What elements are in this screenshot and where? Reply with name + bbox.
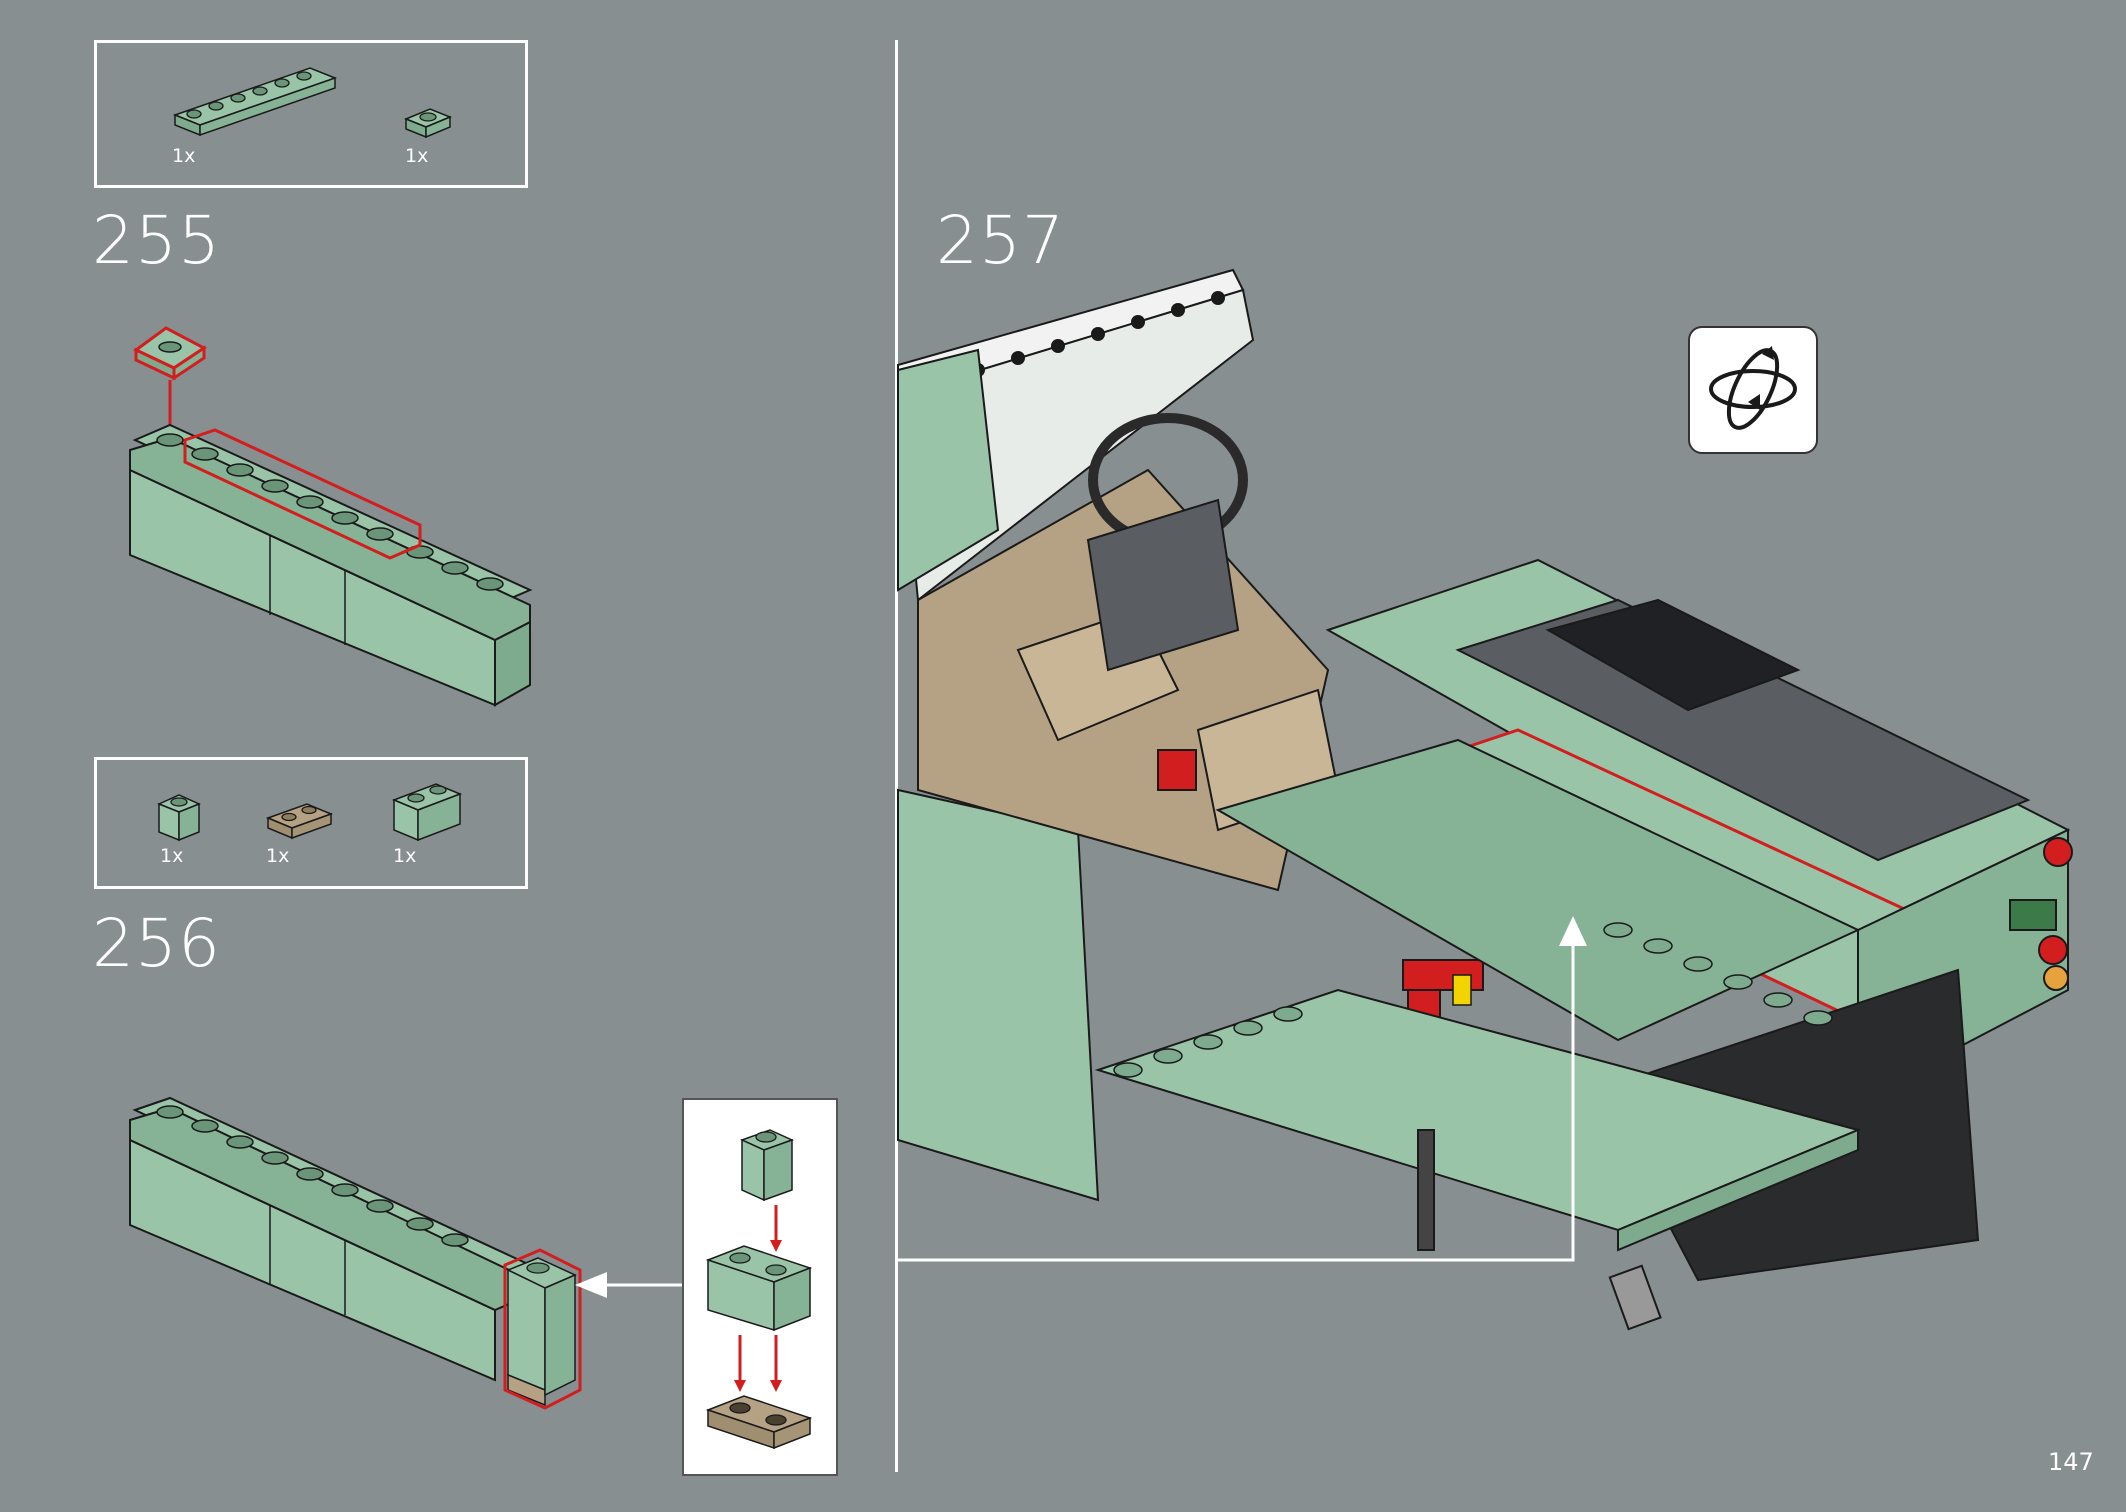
part-qty-5: 1x [393, 845, 417, 867]
column-divider [895, 40, 898, 1472]
sand-green-plate-1x1-part [404, 108, 452, 139]
callout-pointer-arrow-256 [575, 1272, 683, 1298]
sand-green-brick-1x1-part [157, 794, 201, 842]
parts-callout-255 [94, 40, 528, 188]
tan-plate-1x2-part [265, 803, 334, 840]
step-255-build-illustration [129, 326, 533, 707]
step-number-256: 256 [92, 905, 221, 982]
sub-assembly-illustration [705, 1129, 813, 1450]
step-257-model-illustration [896, 268, 2073, 1331]
parts-callout-256 [94, 757, 528, 889]
page-number: 147 [2048, 1448, 2094, 1476]
sand-green-brick-1x2-part [391, 783, 463, 842]
rotate-model-icon-box [1688, 326, 1818, 454]
part-qty-1: 1x [172, 145, 196, 167]
sand-green-plate-1x6-part [172, 67, 338, 137]
part-qty-2: 1x [405, 145, 429, 167]
step-number-257: 257 [936, 202, 1065, 279]
step-256-build-illustration [129, 1096, 582, 1410]
step-number-255: 255 [92, 202, 221, 279]
rotate-model-icon [1709, 346, 1797, 430]
part-qty-4: 1x [266, 845, 290, 867]
part-qty-3: 1x [160, 845, 184, 867]
